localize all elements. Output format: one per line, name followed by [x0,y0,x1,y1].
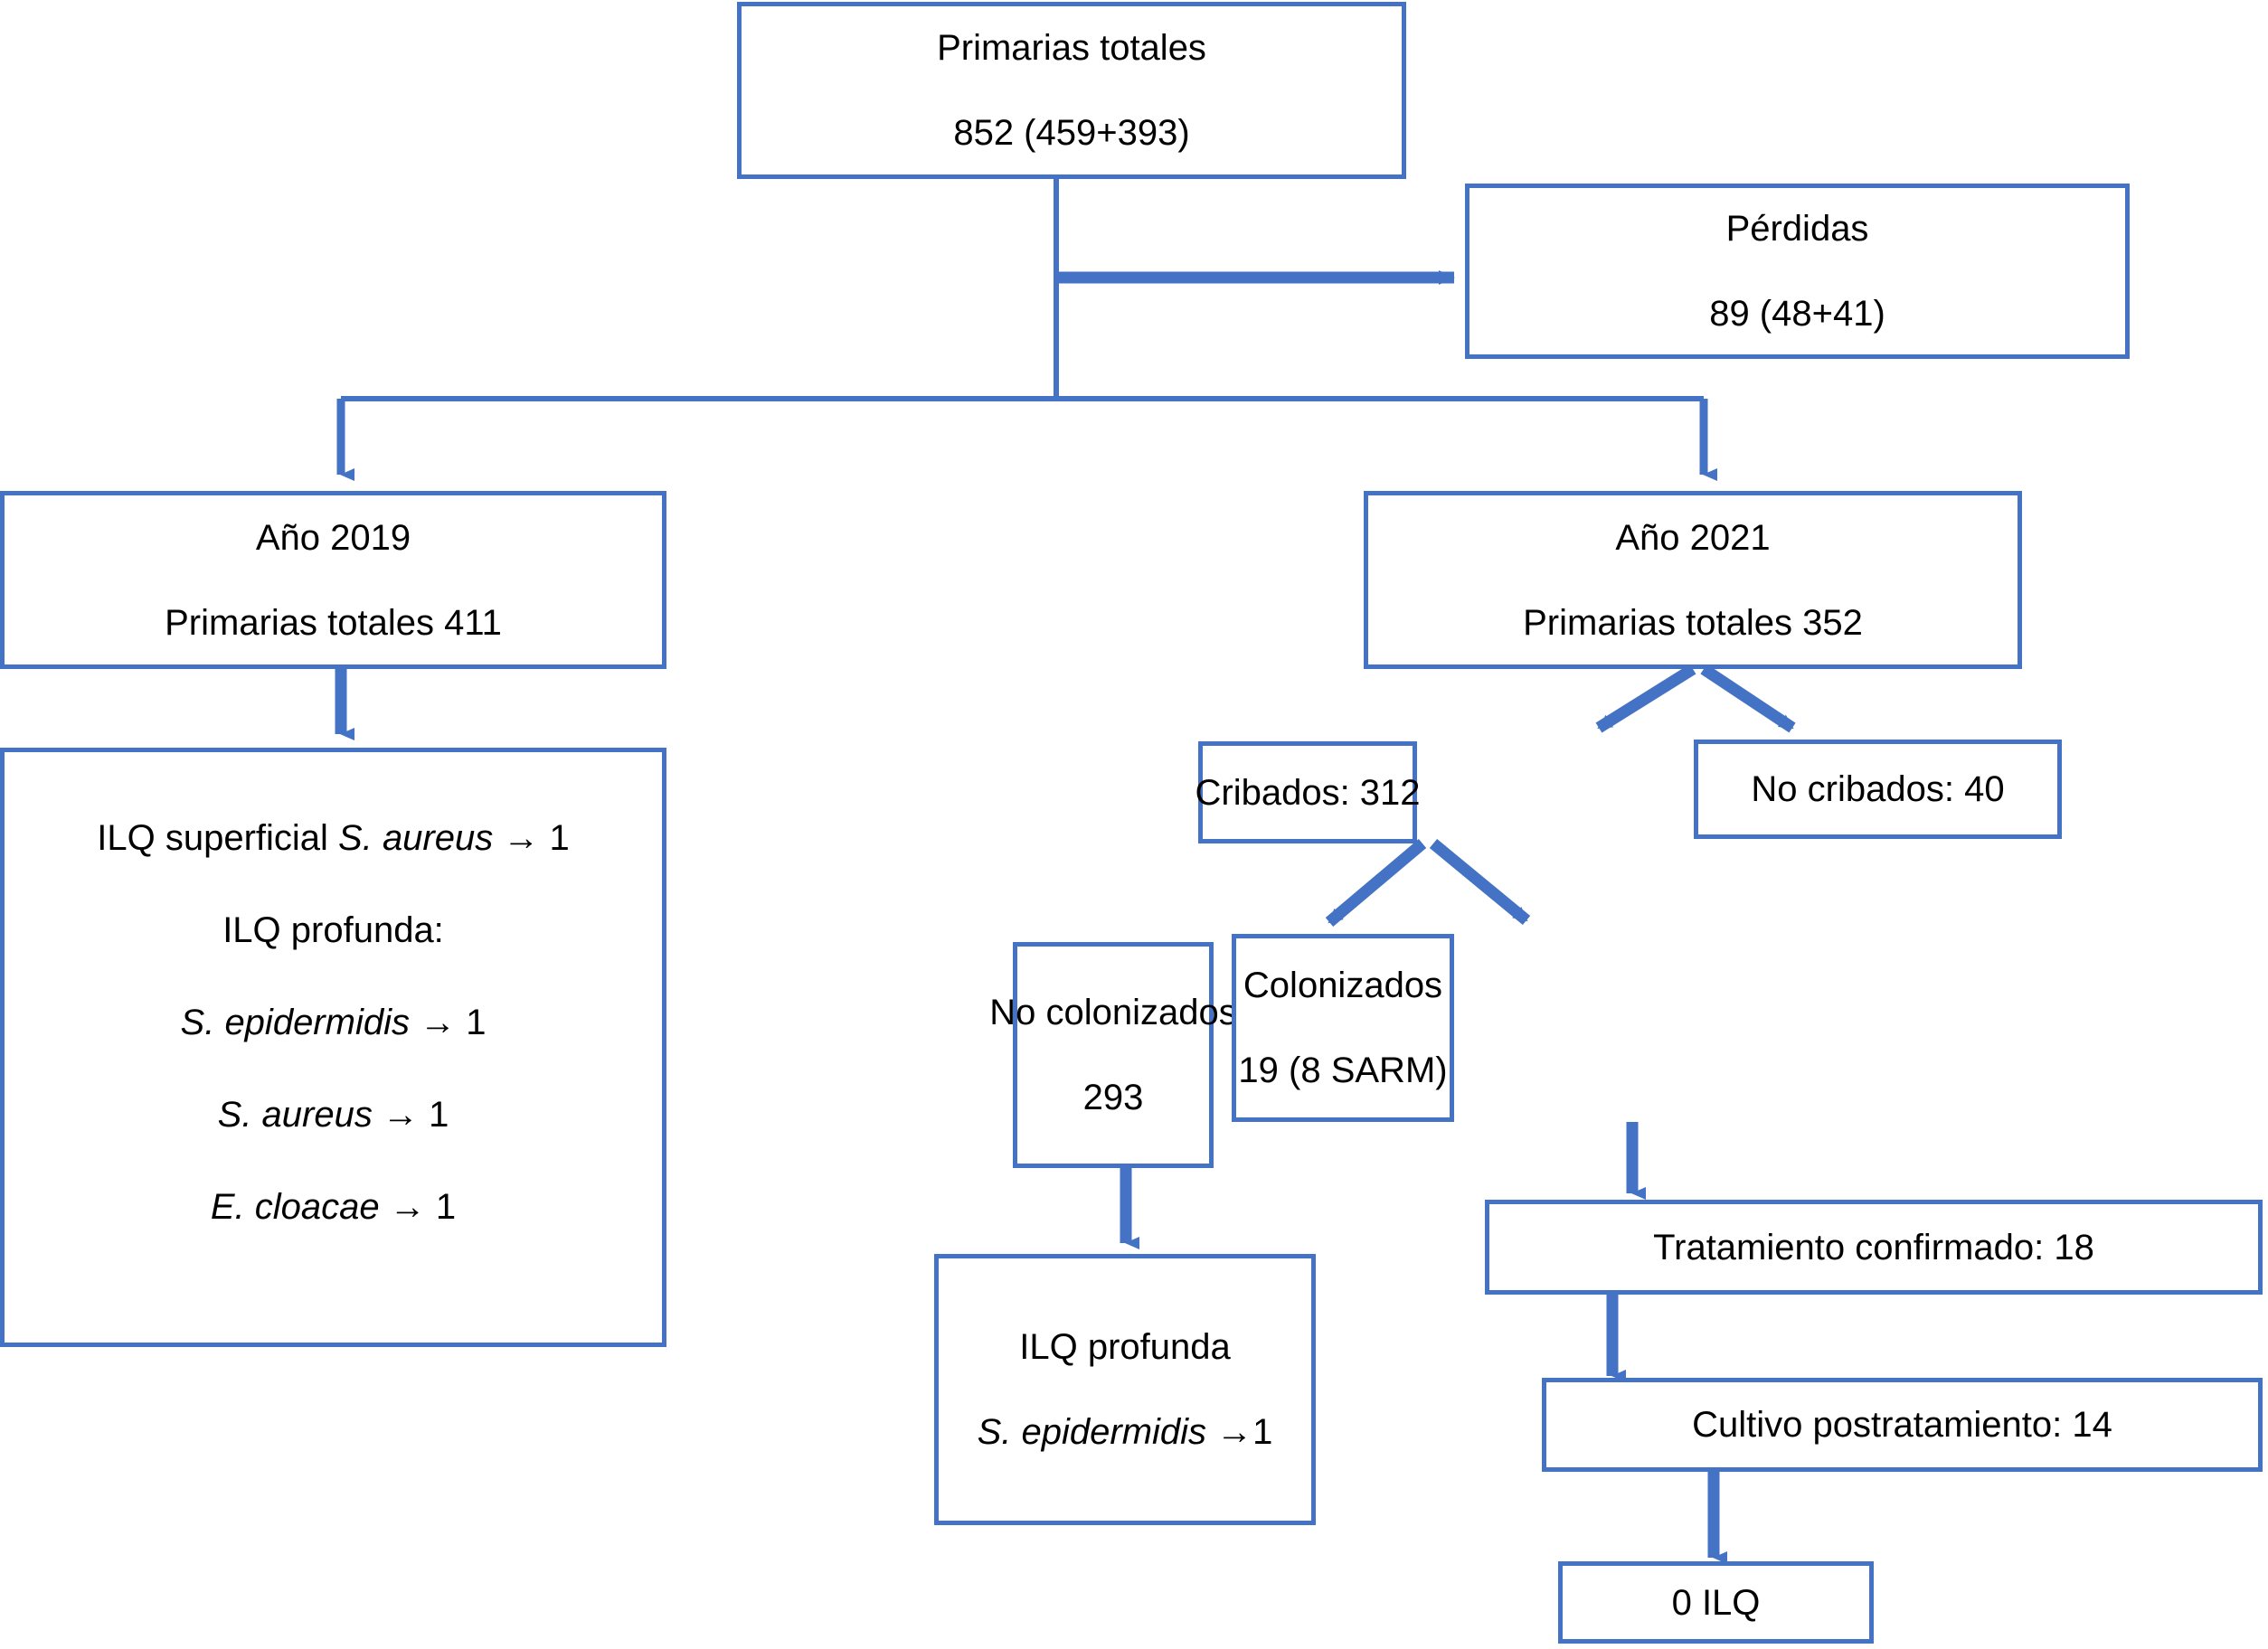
ilq-no-colonizados-suffix: →1 [1206,1412,1273,1452]
node-ilq-no-colonizados-label: ILQ profunda [1019,1327,1231,1367]
ilq-2019-suffix-0: → 1 [493,818,570,858]
ilq-2019-prefix-0: ILQ superficial [97,818,339,858]
ilq-2019-suffix-4: → 1 [379,1187,457,1227]
node-ilq-2019-line-2: S. epidermidis → 1 [181,1000,487,1045]
connector-cribados-to-colonizados [1429,838,1531,926]
connector-cribados-to-no-colonizados [1325,839,1427,927]
node-no-cribados-label: No cribados: 40 [1751,769,2005,809]
node-ilq-2019-line-0: ILQ superficial S. aureus → 1 [97,815,569,861]
node-ilq-no-colonizados-value: S. epidermidis →1 [978,1409,1273,1455]
node-no-colonizados[interactable]: No colonizados 293 [989,942,1237,1168]
node-cultivo-postratamiento-label: Cultivo postratamiento: 14 [1692,1405,2112,1445]
node-no-colonizados-label: No colonizados [989,993,1237,1032]
node-ilq-2019-line-4: E. cloacae → 1 [211,1184,456,1230]
node-primarias-totales-label: Primarias totales [937,28,1206,68]
ilq-2019-prefix-1: ILQ profunda: [222,910,444,950]
ilq-no-colonizados-italic: S. epidermidis [977,1412,1207,1452]
node-cultivo-postratamiento[interactable]: Cultivo postratamiento: 14 [1542,1378,2263,1472]
node-tratamiento-confirmado[interactable]: Tratamiento confirmado: 18 [1485,1200,2263,1295]
node-primarias-totales-value: 852 (459+393) [953,113,1190,153]
node-primarias-totales[interactable]: Primarias totales 852 (459+393) [737,2,1406,179]
node-colonizados[interactable]: Colonizados 19 (8 SARM) [1232,934,1454,1122]
node-cero-ilq[interactable]: 0 ILQ [1558,1561,1874,1644]
node-ano-2021[interactable]: Año 2021 Primarias totales 352 [1364,491,2022,669]
ilq-2019-suffix-3: → 1 [372,1095,449,1135]
node-ilq-2019-line-1: ILQ profunda: [222,908,444,953]
node-tratamiento-confirmado-label: Tratamiento confirmado: 18 [1653,1227,2094,1267]
node-cribados-label: Cribados: 312 [1195,772,1421,813]
node-ilq-2019-line-3: S. aureus → 1 [218,1092,449,1137]
node-perdidas-value: 89 (48+41) [1709,294,1885,334]
node-colonizados-label: Colonizados [1243,966,1443,1005]
node-perdidas-label: Pérdidas [1725,209,1869,249]
node-cero-ilq-label: 0 ILQ [1671,1582,1761,1623]
ilq-2019-italic-3: S. aureus [217,1095,373,1135]
ilq-2019-italic-0: S. aureus [338,818,494,858]
ilq-2019-italic-2: S. epidermidis [180,1003,410,1042]
node-ano-2019-label: Año 2019 [255,517,411,558]
node-ano-2019-value: Primarias totales 411 [165,602,502,643]
connector-ano2021-to-cribados [1595,664,1696,733]
node-perdidas[interactable]: Pérdidas 89 (48+41) [1465,184,2130,359]
node-no-colonizados-value: 293 [1082,1078,1144,1117]
connector-ano2021-to-no-cribados [1700,664,1796,733]
ilq-2019-italic-4: E. cloacae [210,1187,380,1227]
node-cribados[interactable]: Cribados: 312 [1195,741,1421,843]
ilq-2019-suffix-2: → 1 [409,1003,487,1042]
node-ilq-no-colonizados[interactable]: ILQ profunda S. epidermidis →1 [934,1254,1316,1525]
node-ilq-2019[interactable]: ILQ superficial S. aureus → 1 ILQ profun… [0,748,666,1347]
node-colonizados-value: 19 (8 SARM) [1238,1051,1448,1090]
node-ano-2021-value: Primarias totales 352 [1523,602,1863,643]
node-no-cribados[interactable]: No cribados: 40 [1694,740,2062,839]
node-ano-2021-label: Año 2021 [1615,517,1771,558]
node-ano-2019[interactable]: Año 2019 Primarias totales 411 [0,491,666,669]
